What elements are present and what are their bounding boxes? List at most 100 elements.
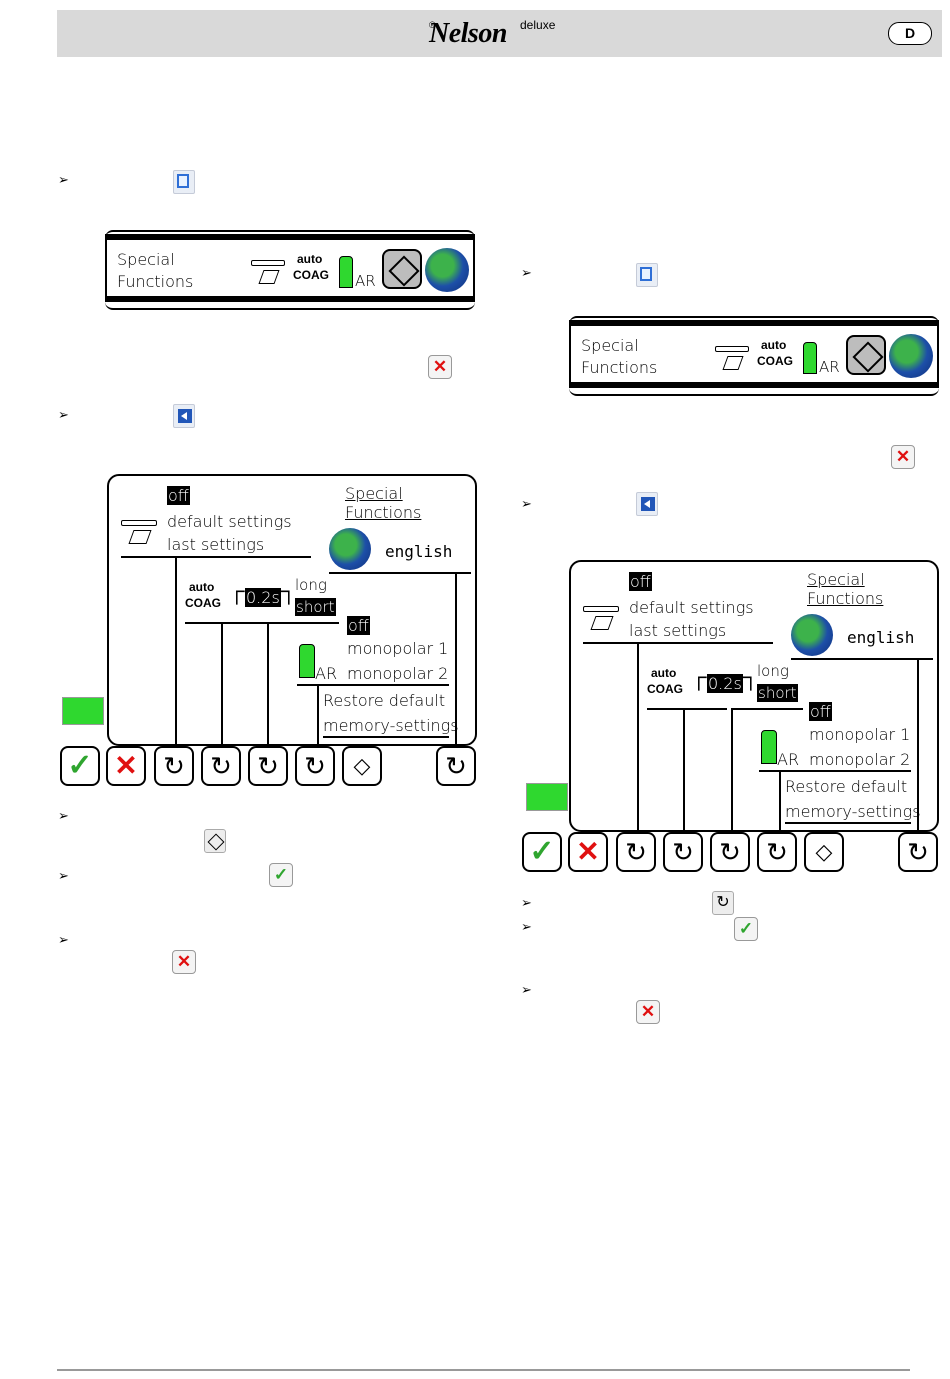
bullet-icon: ➢ <box>58 932 69 947</box>
strip-title-line1: Special <box>581 336 639 355</box>
option-off-highlighted[interactable]: off <box>629 572 652 591</box>
cancel-button[interactable]: ✕ <box>568 832 608 872</box>
rotate-button-1[interactable]: ↻ <box>616 832 656 872</box>
strip-coag: COAG <box>293 268 329 282</box>
time-value[interactable]: 0.2s <box>707 674 743 693</box>
option-monopolar2[interactable]: monopolar 2 <box>347 664 449 683</box>
screen-auto: auto <box>189 580 215 594</box>
strip-ar: AR <box>819 358 840 376</box>
option-default-settings[interactable]: default settings <box>629 598 754 617</box>
option-short-highlighted[interactable]: short <box>295 598 336 616</box>
nelson-logo: Nelson <box>429 18 507 49</box>
screen-ar: AR <box>315 664 338 683</box>
rotate-button-1[interactable]: ↻ <box>154 746 194 786</box>
argon-bottle-icon <box>299 644 315 678</box>
page-header: ® Nelson deluxe D <box>57 10 942 57</box>
option-long[interactable]: long <box>757 662 789 680</box>
strip-title-line1: Special <box>117 250 175 269</box>
arrow-up-icon: ┌ <box>229 578 245 603</box>
globe-icon <box>791 614 833 656</box>
restore-line2[interactable]: memory-settings <box>785 802 921 821</box>
logo-suffix: deluxe <box>520 18 556 32</box>
bullet-icon: ➢ <box>521 895 532 910</box>
handpiece-icon <box>251 254 285 288</box>
argon-bottle-icon <box>761 730 777 764</box>
cancel-icon: ✕ <box>636 1000 660 1024</box>
restore-enter-button[interactable]: ◇ <box>804 832 844 872</box>
rotate-button-language[interactable]: ↻ <box>898 832 938 872</box>
rotate-button-4[interactable]: ↻ <box>295 746 335 786</box>
bullet-icon: ➢ <box>521 919 532 934</box>
strip-ar: AR <box>355 272 376 290</box>
restore-line1[interactable]: Restore default <box>785 777 908 796</box>
globe-icon[interactable] <box>425 248 469 292</box>
restore-enter-button[interactable]: ◇ <box>342 746 382 786</box>
option-monopolar1[interactable]: monopolar 1 <box>347 639 449 658</box>
globe-icon <box>329 528 371 570</box>
strip-title-line2: Functions <box>581 358 658 377</box>
panel-select-icon <box>636 263 658 287</box>
restore-line1[interactable]: Restore default <box>323 691 446 710</box>
screen-auto: auto <box>651 666 677 680</box>
handpiece-icon <box>715 340 749 374</box>
screen-coag: COAG <box>185 596 221 610</box>
bullet-icon: ➢ <box>58 172 69 187</box>
language-value[interactable]: english <box>847 628 915 647</box>
rotate-button-language[interactable]: ↻ <box>436 746 476 786</box>
special-functions-strip: Special Functions auto COAG AR <box>569 312 939 398</box>
cancel-icon: ✕ <box>172 950 196 974</box>
option-monopolar1[interactable]: monopolar 1 <box>809 725 911 744</box>
option-last-settings[interactable]: last settings <box>167 535 265 554</box>
option-off-ar-highlighted[interactable]: off <box>809 702 832 721</box>
option-off-highlighted[interactable]: off <box>167 486 190 505</box>
globe-icon[interactable] <box>889 334 933 378</box>
right-button-row: ✓ ✕ ↻ ↻ ↻ ↻ ◇ ↻ <box>522 832 942 874</box>
menu-enter-button[interactable] <box>382 249 422 289</box>
option-last-settings[interactable]: last settings <box>629 621 727 640</box>
arrow-down-icon: ┐ <box>743 664 759 689</box>
handpiece-icon <box>121 514 157 548</box>
rotate-button-2[interactable]: ↻ <box>663 832 703 872</box>
rotate-button-4[interactable]: ↻ <box>757 832 797 872</box>
option-off-ar-highlighted[interactable]: off <box>347 616 370 635</box>
bullet-icon: ➢ <box>521 265 532 280</box>
screen-title: Special Functions <box>345 484 422 522</box>
handpiece-icon <box>583 600 619 634</box>
menu-enter-button[interactable] <box>846 335 886 375</box>
confirm-icon: ✓ <box>269 863 293 887</box>
rotate-button-3[interactable]: ↻ <box>248 746 288 786</box>
confirm-button[interactable]: ✓ <box>60 746 100 786</box>
language-value[interactable]: english <box>385 542 453 561</box>
panel-select-icon <box>173 170 195 194</box>
menu-enter-icon <box>204 829 226 853</box>
option-monopolar2[interactable]: monopolar 2 <box>809 750 911 769</box>
strip-title-line2: Functions <box>117 272 194 291</box>
cancel-icon: ✕ <box>891 445 915 469</box>
screen-title: Special Functions <box>807 570 884 608</box>
strip-coag: COAG <box>757 354 793 368</box>
confirm-icon: ✓ <box>734 917 758 941</box>
screen-coag: COAG <box>647 682 683 696</box>
bullet-icon: ➢ <box>58 407 69 422</box>
option-short-highlighted[interactable]: short <box>757 684 798 702</box>
bullet-icon: ➢ <box>521 982 532 997</box>
nav-back-icon <box>636 492 658 516</box>
time-value[interactable]: 0.2s <box>245 588 281 607</box>
restore-line2[interactable]: memory-settings <box>323 716 459 735</box>
option-long[interactable]: long <box>295 576 327 594</box>
argon-bottle-icon <box>803 342 817 374</box>
cancel-button[interactable]: ✕ <box>106 746 146 786</box>
special-functions-screen: off Special Functions default settings l… <box>569 560 939 832</box>
screen-ar: AR <box>777 750 800 769</box>
bullet-icon: ➢ <box>58 808 69 823</box>
option-default-settings[interactable]: default settings <box>167 512 292 531</box>
confirm-button[interactable]: ✓ <box>522 832 562 872</box>
green-indicator <box>62 697 104 725</box>
strip-auto: auto <box>761 338 787 352</box>
cancel-icon: ✕ <box>428 355 452 379</box>
language-badge: D <box>888 22 932 45</box>
rotate-button-2[interactable]: ↻ <box>201 746 241 786</box>
arrow-up-icon: ┌ <box>691 664 707 689</box>
rotate-button-3[interactable]: ↻ <box>710 832 750 872</box>
bullet-icon: ➢ <box>58 868 69 883</box>
